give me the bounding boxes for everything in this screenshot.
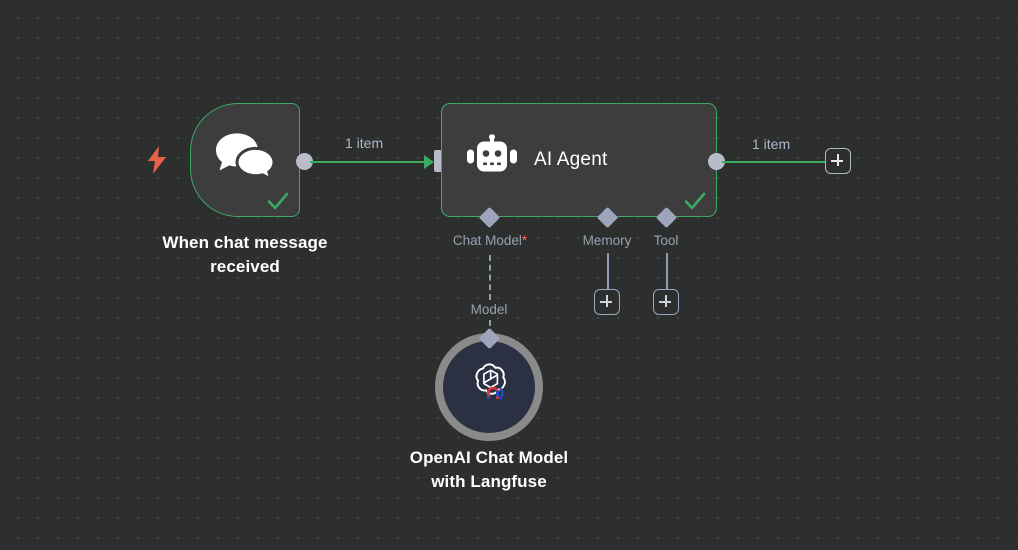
required-asterisk: * [521,233,528,248]
agent-success-check-icon [682,188,708,214]
agent-input-port[interactable] [434,150,443,172]
openai-langfuse-icon [465,361,513,414]
agent-output-port[interactable] [708,153,725,170]
trigger-success-check-icon [265,188,291,214]
tool-label: Tool [653,233,679,248]
add-tool-button[interactable] [653,289,679,315]
connection-trigger-to-agent[interactable] [310,160,432,163]
node-openai-chat-model-with-langfuse[interactable] [435,333,543,441]
add-node-button[interactable] [825,148,851,174]
node-label-openai-chat-model: OpenAI Chat Model with Langfuse [409,448,569,492]
lightning-bolt-icon [146,146,168,174]
chat-model-label: Chat Model* [452,233,528,248]
ai-agent-title: AI Agent [534,149,608,170]
robot-icon [466,134,518,186]
connection-label-trigger-to-agent: 1 item [345,135,384,151]
chat-model-wire[interactable] [489,255,491,300]
add-memory-button[interactable] [594,289,620,315]
connection-label-agent-to-add: 1 item [752,136,791,152]
node-ai-agent[interactable]: AI Agent [441,103,717,217]
chat-model-endpoint-label: Model [470,302,508,317]
node-when-chat-message-received[interactable] [190,103,300,217]
memory-wire[interactable] [606,253,609,291]
memory-label: Memory [582,233,632,248]
trigger-output-port[interactable] [296,153,313,170]
node-label-when-chat-message-received: When chat message received [162,233,328,277]
chat-bubbles-icon [214,131,276,186]
connection-arrow-icon [424,155,434,169]
connection-agent-to-add[interactable] [722,160,826,163]
tool-wire[interactable] [665,253,668,291]
